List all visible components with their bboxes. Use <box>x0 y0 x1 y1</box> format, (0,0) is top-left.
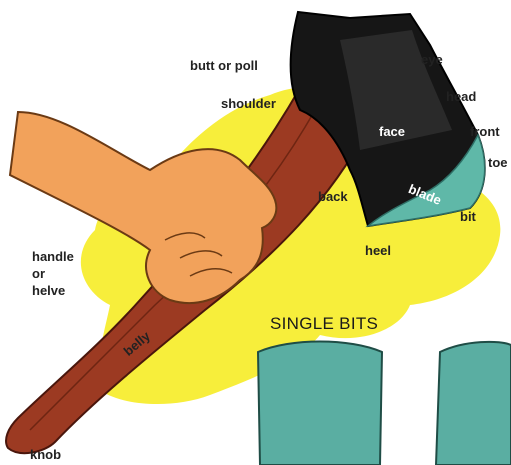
label-eye: eye <box>421 52 443 67</box>
label-front: front <box>470 124 500 139</box>
single-bit-sample-left <box>258 342 382 465</box>
label-handle: handle <box>32 249 74 264</box>
label-butt-or-poll: butt or poll <box>190 58 258 73</box>
single-bit-sample-right <box>436 342 511 465</box>
label-face: face <box>379 124 405 139</box>
label-handle-or: or <box>32 266 45 281</box>
label-head: head <box>446 89 476 104</box>
label-bit: bit <box>460 209 476 224</box>
label-knob: knob <box>30 447 61 462</box>
label-shoulder: shoulder <box>221 96 276 111</box>
label-toe: toe <box>488 155 508 170</box>
label-helve: helve <box>32 283 65 298</box>
label-back: back <box>318 189 348 204</box>
label-heel: heel <box>365 243 391 258</box>
section-title-single-bits: SINGLE BITS <box>270 316 378 331</box>
